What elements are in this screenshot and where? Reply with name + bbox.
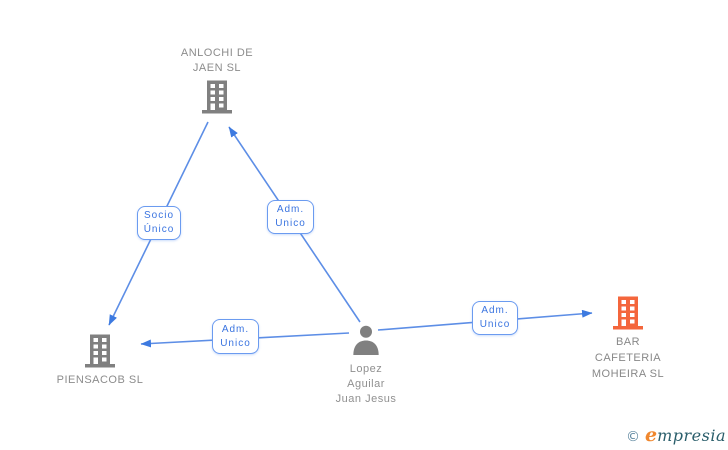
edge-label-adm-unico-right: Adm. Unico — [472, 301, 518, 335]
person-name-line: Juan Jesus — [335, 393, 397, 405]
company-name-line: BAR — [615, 336, 641, 348]
person-icon — [353, 325, 379, 355]
building-icon — [613, 296, 643, 330]
person-name-line: Lopez — [349, 363, 383, 375]
company-name-label: ANLOCHI DE JAEN SL — [181, 46, 253, 76]
empresia-logo[interactable]: © e mpresia — [626, 424, 726, 448]
edge-label-adm-unico-top: Adm. Unico — [267, 200, 314, 234]
edge-label-line: Unico — [275, 218, 306, 229]
company-name-line: JAEN SL — [192, 62, 242, 74]
company-name-line: CAFETERIA — [594, 352, 662, 364]
copyright-icon: © — [626, 429, 640, 445]
edge-label-line: Unico — [220, 337, 251, 349]
node-company-piensacob[interactable]: PIENSACOB SL — [40, 334, 160, 388]
edge-label-line: Adm. — [276, 204, 305, 215]
building-icon — [85, 334, 115, 368]
company-name-label: PIENSACOB SL — [57, 373, 144, 388]
node-person-lopez-aguilar[interactable]: Lopez Aguilar Juan Jesus — [306, 324, 426, 407]
person-name-label: Lopez Aguilar Juan Jesus — [336, 362, 397, 407]
edge-label-line: Socio — [143, 210, 174, 221]
node-company-anlochi-de-jaen[interactable]: ANLOCHI DE JAEN SL — [157, 46, 277, 114]
edge-label-line: Unico — [479, 319, 511, 330]
brand-text: mpresia — [657, 426, 726, 445]
person-name-line: Aguilar — [347, 378, 385, 390]
company-name-line: PIENSACOB SL — [56, 374, 144, 386]
company-name-line: MOHEIRA SL — [591, 368, 665, 380]
building-icon — [202, 80, 232, 114]
node-company-bar-cafeteria-moheira[interactable]: BAR CAFETERIA MOHEIRA SL — [568, 296, 688, 382]
edge-label-line: Único — [143, 224, 175, 235]
company-name-label: BAR CAFETERIA MOHEIRA SL — [592, 334, 664, 382]
edge-label-line: Adm. — [481, 305, 509, 316]
edge-label-adm-unico-left: Adm. Unico — [212, 319, 259, 354]
edge-label-line: Adm. — [221, 323, 250, 335]
brand-letter: e — [645, 424, 658, 446]
company-name-line: ANLOCHI DE — [180, 47, 254, 59]
edge-label-socio-unico: Socio Único — [137, 206, 181, 240]
